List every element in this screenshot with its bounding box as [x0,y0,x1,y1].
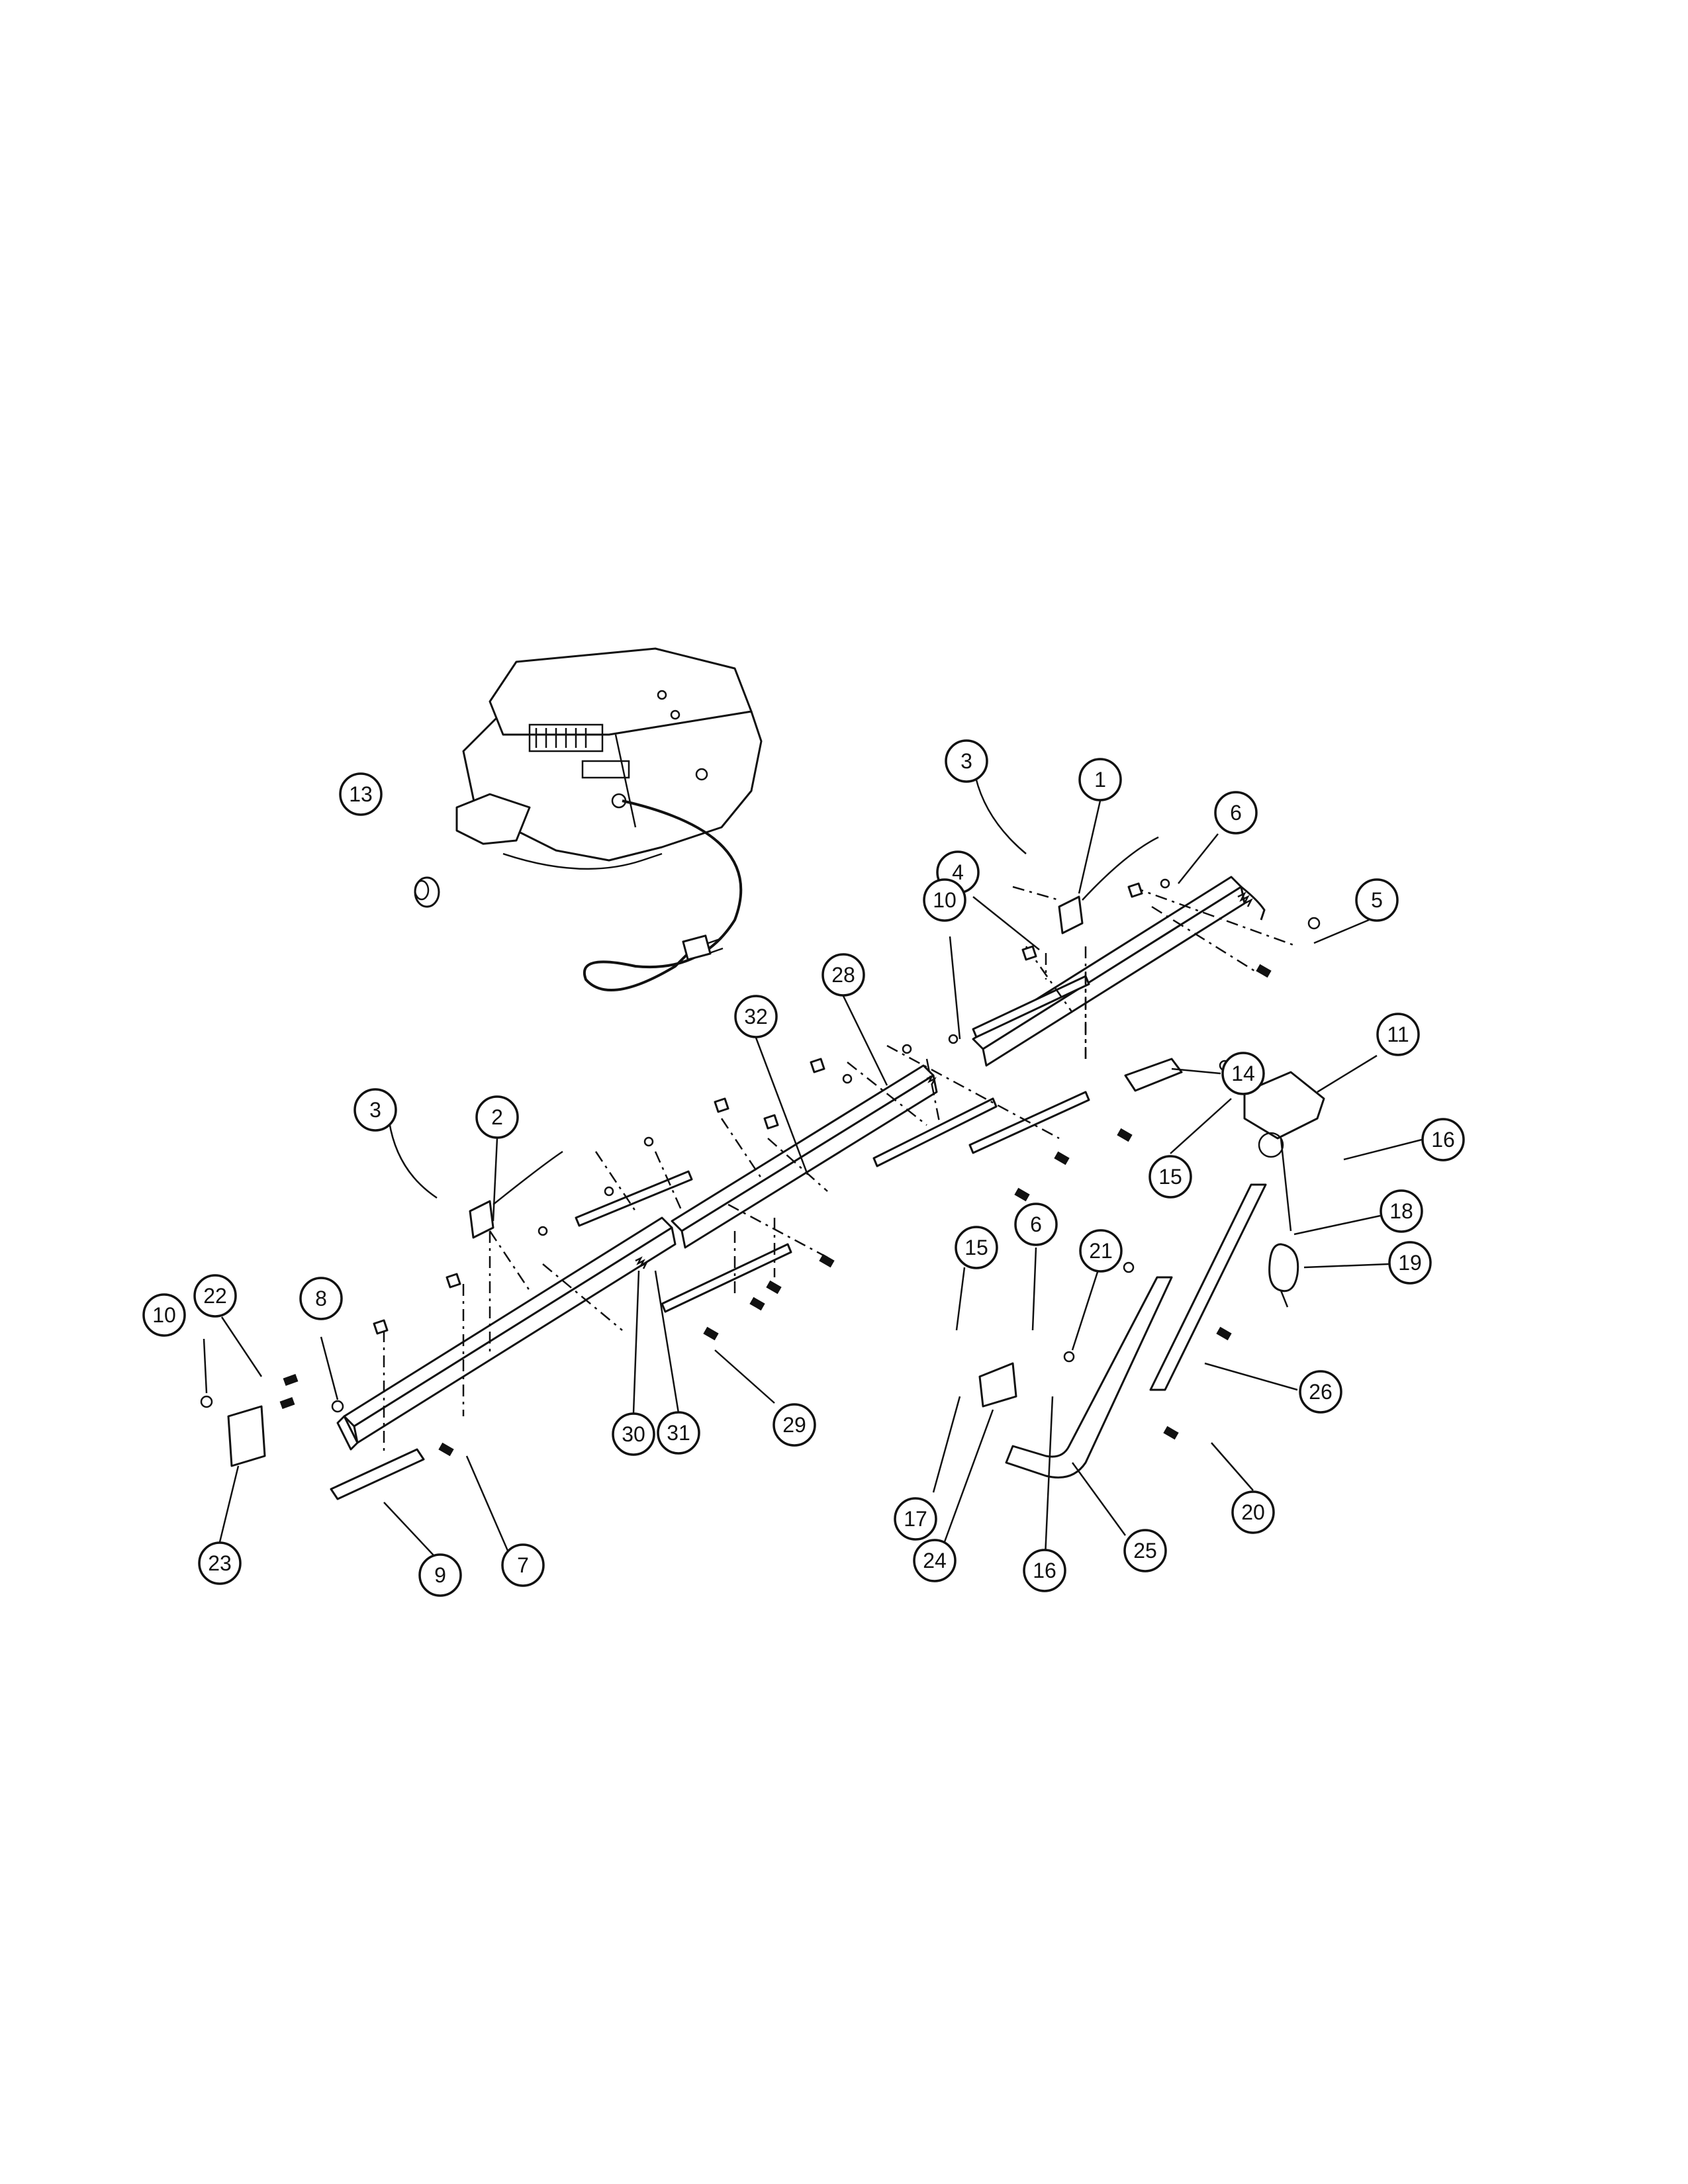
motor-unit [455,647,763,870]
callout-23: 23 [198,1541,242,1585]
callout-26: 26 [1299,1370,1342,1414]
callout-13: 13 [339,772,383,816]
callout-label: 3 [369,1098,381,1122]
callout-3: 3 [353,1088,397,1132]
callout-15: 15 [955,1226,998,1269]
splice-brackets [575,975,1090,1313]
callout-5: 5 [1355,878,1399,922]
callout-label: 18 [1389,1199,1413,1223]
callout-10: 10 [142,1293,186,1337]
callout-21: 21 [1079,1229,1123,1273]
part-24-door-bracket [978,1362,1017,1408]
part-14-bracket [1124,1058,1183,1092]
rail-front-section [336,1216,677,1451]
callout-label: 24 [923,1549,947,1572]
callout-label: 20 [1241,1500,1265,1524]
callout-label: 8 [315,1287,327,1310]
callout-29: 29 [773,1403,816,1447]
callout-label: 28 [831,963,855,987]
callout-8: 8 [299,1277,343,1320]
callout-label: 19 [1398,1251,1422,1275]
power-cord [583,799,743,991]
callout-7: 7 [501,1543,545,1587]
assembly-lines [383,886,1298,1456]
callout-9: 9 [418,1553,462,1597]
callout-label: 10 [152,1303,176,1327]
callout-24: 24 [913,1539,957,1582]
door-arms [1005,1183,1267,1479]
callout-label: 16 [1431,1128,1455,1152]
callout-1: 1 [1078,758,1122,801]
callout-label: 7 [517,1553,529,1577]
callout-6: 6 [1014,1203,1058,1246]
callout-31: 31 [657,1411,700,1455]
callout-label: 4 [952,860,964,884]
callout-label: 15 [1158,1165,1182,1189]
callout-label: 23 [208,1551,232,1575]
callout-label: 21 [1089,1239,1113,1263]
part-19-handle [1268,1243,1299,1308]
rail-middle-section [671,1064,938,1249]
callout-2: 2 [475,1095,519,1139]
callout-28: 28 [821,953,865,997]
part-13-bushing [414,876,440,908]
callout-label: 15 [964,1236,988,1259]
leader-lines [203,777,1423,1571]
callout-19: 19 [1388,1241,1432,1285]
callout-label: 6 [1230,801,1242,825]
callout-label: 10 [933,888,957,912]
callout-label: 29 [782,1413,806,1437]
rail-hanger-brackets [469,836,1159,1239]
callout-10: 10 [923,878,966,922]
callout-16: 16 [1023,1549,1066,1592]
callout-20: 20 [1231,1490,1275,1534]
callout-label: 32 [744,1005,768,1028]
callout-label: 13 [349,782,373,806]
callout-16: 16 [1421,1118,1465,1161]
part-9-idler [330,1448,425,1500]
fasteners [200,878,1321,1457]
callout-3: 3 [945,739,988,783]
callout-label: 31 [667,1421,690,1445]
callout-14: 14 [1221,1052,1265,1095]
callout-label: 11 [1387,1023,1409,1046]
callout-6: 6 [1214,791,1258,835]
callout-label: 26 [1309,1380,1333,1404]
callout-label: 16 [1033,1559,1056,1582]
callout-32: 32 [734,995,778,1038]
callout-11: 11 [1376,1013,1420,1056]
part-23-header-bracket [227,1405,266,1467]
callout-label: 3 [961,749,972,773]
callout-label: 14 [1231,1062,1255,1085]
callout-25: 25 [1123,1529,1167,1572]
callout-label: 17 [904,1507,927,1531]
callout-label: 5 [1371,888,1383,912]
callout-label: 25 [1133,1539,1157,1563]
callout-22: 22 [193,1274,237,1318]
callout-17: 17 [894,1497,937,1541]
rail-clips [373,882,1143,1335]
callout-18: 18 [1380,1189,1423,1233]
callout-label: 22 [203,1284,227,1308]
callout-label: 2 [491,1105,503,1129]
rail-rear-section [972,876,1266,1067]
callout-label: 6 [1030,1212,1042,1236]
callout-15: 15 [1149,1155,1192,1199]
callout-label: 30 [622,1422,645,1446]
part-11-trolley [1243,1071,1325,1232]
callout-30: 30 [612,1412,655,1456]
callout-label: 9 [434,1563,446,1587]
callout-label: 1 [1094,768,1106,792]
